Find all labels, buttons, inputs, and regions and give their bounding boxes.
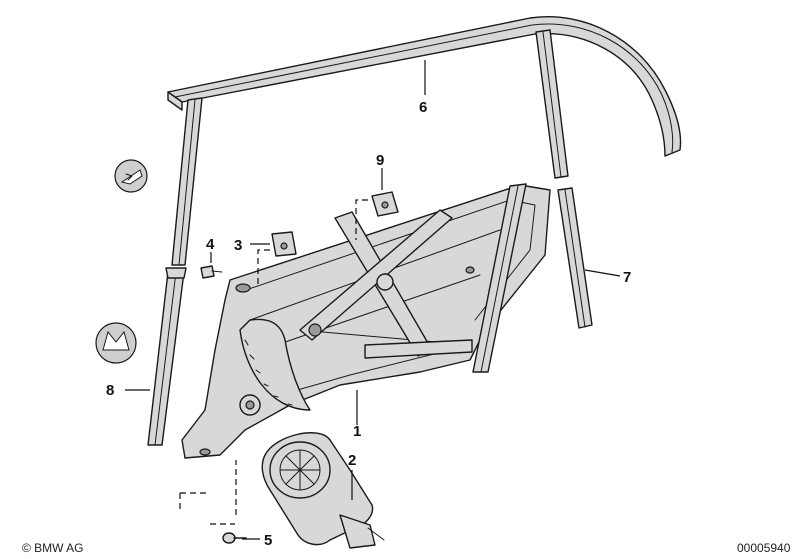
part-9-bracket <box>371 191 399 217</box>
clip-symbol-icon-upper <box>114 159 148 193</box>
callout-2: 2 <box>348 452 356 469</box>
part-4-bolt <box>200 265 223 279</box>
callout-4: 4 <box>206 236 215 253</box>
callout-5: 5 <box>264 532 272 549</box>
assembly-line-3 <box>257 249 270 285</box>
left-upper-seal <box>171 97 203 266</box>
assembly-line-5 <box>179 460 237 525</box>
part-5-screw <box>222 532 247 544</box>
copyright-text: © BMW AG <box>22 541 84 555</box>
part-2-drive-motor <box>261 432 385 549</box>
leader-7 <box>584 269 621 277</box>
callout-7: 7 <box>623 269 631 286</box>
right-upper-seal <box>535 29 569 179</box>
part-1-window-regulator <box>181 183 551 459</box>
clip-symbol-icon-lower <box>95 322 137 364</box>
assembly-line-9 <box>355 199 368 240</box>
callout-6: 6 <box>419 99 427 116</box>
diagram-number: 00005940 <box>737 541 791 555</box>
part-7-rear-channel <box>557 187 593 329</box>
callout-3: 3 <box>234 237 242 254</box>
part-6-frame-seal <box>167 16 682 157</box>
part-3-clip <box>271 231 297 257</box>
callout-9: 9 <box>376 152 384 169</box>
callout-1: 1 <box>353 423 361 440</box>
callout-8: 8 <box>106 382 114 399</box>
part-8-lower-channel <box>147 267 187 446</box>
